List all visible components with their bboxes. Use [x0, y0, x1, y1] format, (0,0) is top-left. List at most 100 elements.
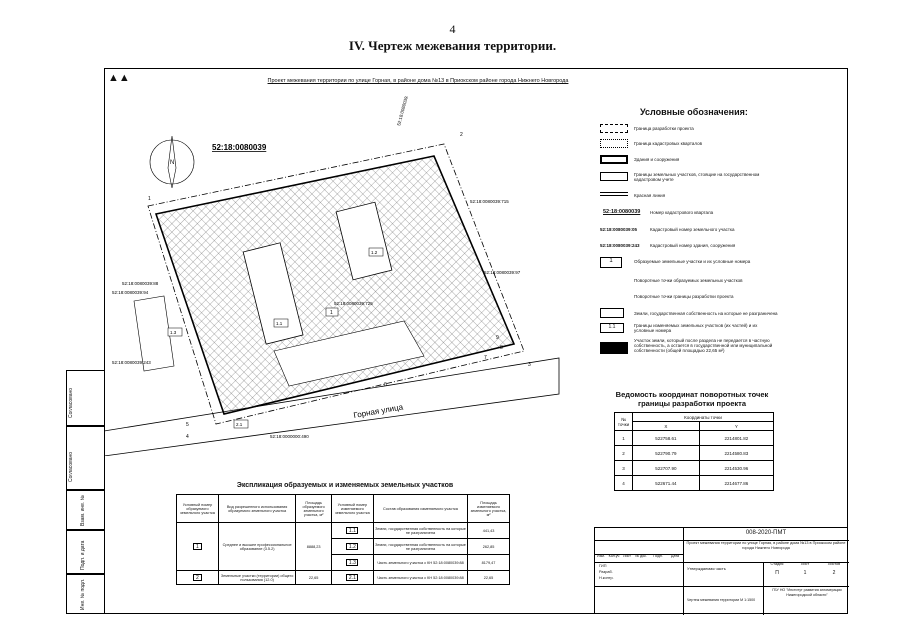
legend-symbol	[600, 192, 628, 196]
stamp-drawing: Чертеж межевания территории М 1:1500	[687, 598, 756, 602]
stamp-approved: Утверждаемая часть	[687, 566, 726, 571]
coords-header: Y	[698, 421, 775, 431]
stamp-stage: П	[775, 570, 779, 576]
legend-symbol: 1.1	[600, 323, 624, 333]
legend-symbol	[600, 155, 628, 164]
lot-number: 2	[460, 132, 463, 138]
legend-item: Земли, государственная собственность на …	[634, 311, 778, 316]
legend-symbol	[600, 172, 628, 181]
left-margin-stamp: Согласовано Согласовано Взам. инв. № Под…	[66, 370, 104, 614]
north-arrow-icon: N	[149, 135, 195, 189]
cadastral-label: 52:18:0080039:88	[122, 281, 159, 286]
legend-symbol	[600, 124, 628, 133]
explication-table: Условный номер образуемого земельного уч…	[176, 494, 510, 585]
lot-number: 5	[186, 422, 189, 428]
lot-boundary	[133, 295, 175, 372]
stamp-sheets: 2	[832, 570, 836, 576]
legend-item: Поворотные точки границы разработки прое…	[634, 294, 734, 299]
page-title: IV. Чертеж межевания территории.	[348, 38, 557, 53]
cadastral-label: 52:18:0080039:97	[484, 270, 521, 275]
stamp-project: Проект межевания территории по улице Гор…	[686, 541, 846, 550]
legend-symbol	[600, 139, 628, 148]
page-number: 4	[449, 22, 456, 36]
stamp-sheets-label: Листов	[827, 562, 841, 566]
cadastral-label: 52:18:0080039:715	[470, 199, 509, 204]
legend-item: Граница разработки проекта	[634, 126, 694, 131]
lot-number: 1	[148, 196, 151, 202]
table-row: 1.2 Земли, государственная собственность…	[177, 538, 510, 555]
legend-sample: 52:18:0080039	[603, 209, 641, 215]
legend-item: Образуемые земельные участки и их условн…	[634, 259, 751, 264]
stamp-sheet-label: Лист	[800, 562, 810, 566]
document-code: 008-2020-ПМТ	[745, 530, 787, 536]
legend-item: Граница кадастровых кварталов	[634, 141, 702, 146]
street-road	[104, 357, 560, 456]
table-row: 1 Среднее и высшее профессиональное обра…	[176, 522, 510, 571]
margin-label: Согласовано	[68, 451, 74, 482]
stamp-person: ГИП	[599, 564, 607, 568]
coords-header: X	[632, 421, 700, 431]
cadastral-label: 52:18:0080039:725	[334, 301, 373, 306]
explication-title: Экспликация образуемых и изменяемых земе…	[236, 482, 454, 489]
zone-label: 2.1	[236, 422, 243, 427]
lot-number: 8	[500, 345, 503, 351]
legend-symbol	[600, 308, 624, 318]
stamp-role: Дата	[671, 554, 679, 558]
cadastral-map: N Горная улица 52:18:0080039 52:18:00800…	[104, 96, 560, 456]
sheet-header: Проект межевания территории по улице Гор…	[267, 78, 569, 84]
north-label: N	[170, 160, 174, 166]
margin-label: Согласовано	[68, 387, 74, 418]
legend-item: Номер кадастрового квартала	[650, 210, 714, 215]
lot-number: 7	[484, 355, 487, 361]
street-label: Горная улица	[353, 402, 404, 420]
legend-item: Кадастровый номер земельного участка	[650, 227, 735, 232]
formed-lot-number: 1	[330, 310, 333, 316]
legend-symbol: 1	[600, 257, 622, 268]
stamp-org: ГБУ НО "Институт развития агломерации Ни…	[772, 588, 842, 597]
legend-item: Поворотные точки образуемых земельных уч…	[634, 278, 743, 283]
stamp-person: Разраб.	[599, 570, 613, 574]
legend-item: Здания и сооружения	[634, 157, 680, 162]
lot-number: 6	[384, 382, 387, 388]
table-row: 2 Земельные участки (территории) общего …	[176, 570, 510, 585]
legend-item: Участок земли, который после раздела не …	[634, 338, 773, 353]
zone-label: 1.1	[276, 321, 283, 326]
stamp-role: Подп.	[653, 554, 663, 558]
stamp-sheet: 1	[803, 570, 807, 576]
legend-item: Границы изменяемых земельных участков (и…	[634, 323, 758, 333]
lot-number: 4	[186, 434, 189, 440]
stamp-role: Кол.уч	[608, 554, 620, 558]
stamp-person: Н.контр.	[599, 576, 614, 580]
legend-item: Границы земельных участков, стоящие на г…	[634, 172, 760, 182]
cadastral-label: 52:18:0080039:714	[396, 96, 411, 126]
legend-item: Кадастровый номер здания, сооружения	[650, 243, 736, 248]
lot-number: 3	[528, 362, 531, 368]
building	[335, 201, 393, 281]
lot-boundary	[154, 155, 516, 415]
legend-sample: 52:18:0080039:243	[600, 243, 640, 248]
cadastral-label: 52:18:0080039:94	[112, 290, 149, 295]
stamp-role: № док.	[635, 554, 647, 558]
legend-item: Красная линия	[634, 193, 666, 198]
building	[273, 320, 425, 387]
stamp-stage-label: Стадия	[770, 562, 784, 566]
cadastral-label: 52:18:0080039:243	[112, 360, 151, 365]
title-block: 008-2020-ПМТ Проект межевания территории…	[594, 527, 849, 615]
drawing-sheet	[104, 68, 848, 614]
quarter-label: 52:18:0080039	[212, 143, 267, 152]
legend-symbol	[600, 342, 628, 354]
lot-number: 9	[496, 335, 499, 341]
zone-label: 1.3	[170, 330, 177, 335]
coords-header: № точки	[614, 412, 633, 431]
sheet-logo-icon: ▲▲	[108, 72, 130, 84]
margin-label: Инв. № подл.	[80, 578, 86, 610]
zone-label: 1.2	[371, 250, 378, 255]
cadastral-label: 52:18:0000000:490	[270, 434, 309, 439]
coords-title: Ведомость координат поворотных точек гра…	[615, 390, 769, 408]
legend-title: Условные обозначения:	[640, 107, 748, 117]
